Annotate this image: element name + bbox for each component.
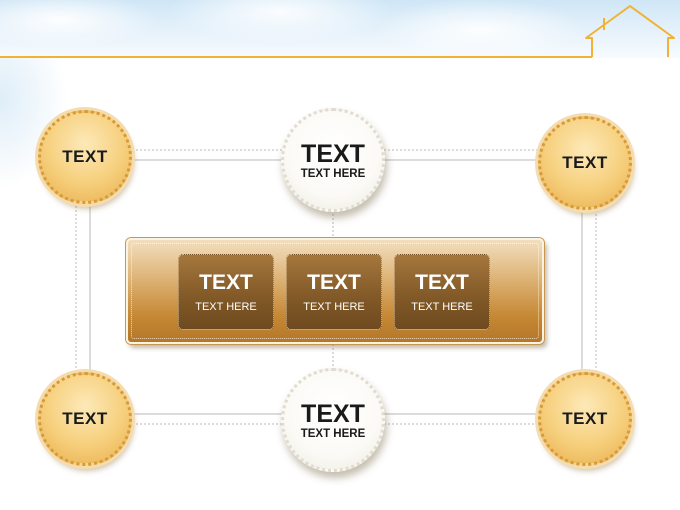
center-card-3-subtitle: TEXT HERE	[411, 300, 473, 313]
node-bottom-center: TEXT TEXT HERE	[281, 368, 385, 472]
node-bottom-left: TEXT	[38, 372, 132, 466]
node-top-center-subtitle: TEXT HERE	[300, 167, 366, 180]
node-top-right: TEXT	[538, 116, 632, 210]
center-card-2-subtitle: TEXT HERE	[303, 300, 365, 313]
sky-header-background	[0, 0, 680, 58]
node-top-center-title: TEXT	[301, 139, 365, 168]
node-bottom-right: TEXT	[538, 372, 632, 466]
center-card-3: TEXT TEXT HERE	[394, 254, 490, 330]
node-bottom-left-label: TEXT	[62, 409, 108, 428]
center-card-2: TEXT TEXT HERE	[286, 254, 382, 330]
center-panel: TEXT TEXT HERE TEXT TEXT HERE TEXT TEXT …	[126, 238, 544, 344]
center-card-1-subtitle: TEXT HERE	[195, 300, 257, 313]
node-bottom-center-title: TEXT	[301, 399, 365, 428]
node-bottom-right-label: TEXT	[562, 409, 608, 428]
center-card-1: TEXT TEXT HERE	[178, 254, 274, 330]
node-top-center: TEXT TEXT HERE	[281, 108, 385, 212]
node-top-left: TEXT	[38, 110, 132, 204]
center-card-2-title: TEXT	[307, 270, 361, 294]
center-card-3-title: TEXT	[415, 270, 469, 294]
center-card-1-title: TEXT	[199, 270, 253, 294]
house-outline-icon	[585, 5, 675, 57]
node-bottom-center-subtitle: TEXT HERE	[300, 427, 366, 440]
header-decoration	[0, 5, 675, 58]
node-top-right-label: TEXT	[562, 153, 608, 172]
node-top-left-label: TEXT	[62, 147, 108, 166]
